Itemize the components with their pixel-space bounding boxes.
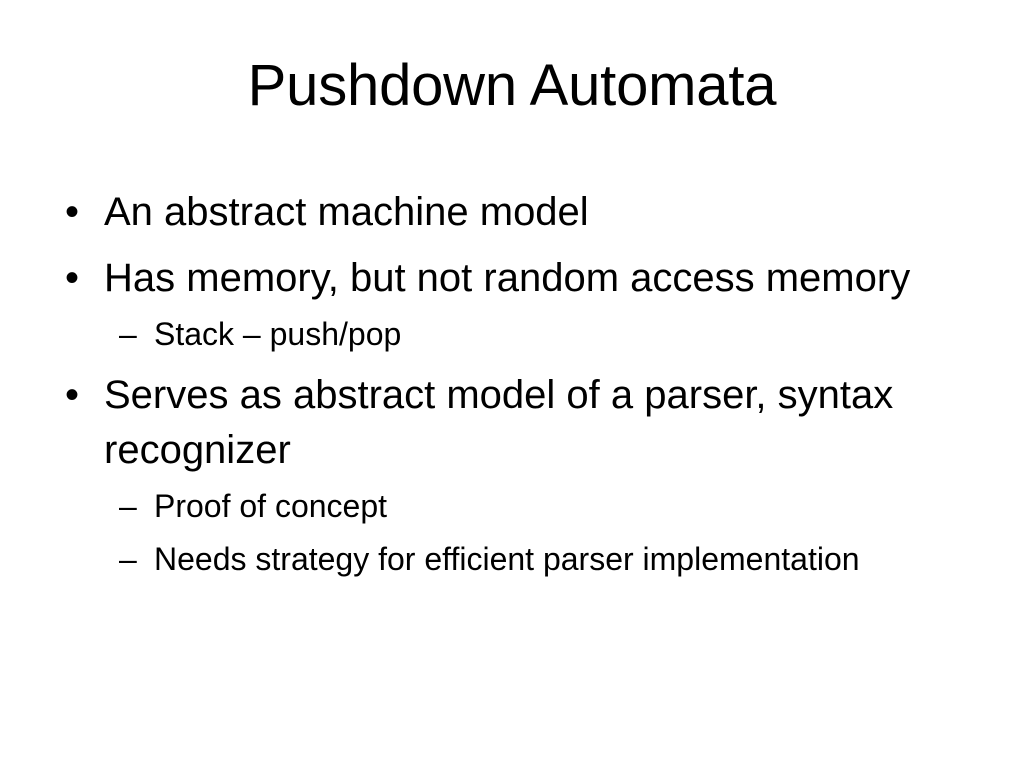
sub-bullet-list: – Stack – push/pop bbox=[104, 312, 986, 357]
sub-list-item-label: Proof of concept bbox=[154, 488, 388, 524]
sub-list-item-label: Needs strategy for efficient parser impl… bbox=[154, 541, 860, 577]
list-item: • Serves as abstract model of a parser, … bbox=[56, 368, 986, 582]
bullet-marker-icon: • bbox=[65, 190, 80, 234]
dash-marker-icon: – bbox=[119, 541, 137, 577]
sub-bullet-list: – Proof of concept – Needs strategy for … bbox=[104, 484, 986, 582]
list-item: • An abstract machine model bbox=[56, 185, 986, 240]
page-title: Pushdown Automata bbox=[247, 53, 777, 118]
sub-list-item: – Stack – push/pop bbox=[114, 312, 986, 357]
dash-marker-icon: – bbox=[119, 488, 137, 524]
sub-list-item: – Proof of concept bbox=[114, 484, 986, 529]
sub-list-item-label: Stack – push/pop bbox=[154, 316, 402, 352]
bullet-marker-icon: • bbox=[65, 373, 80, 417]
bullet-marker-icon: • bbox=[65, 256, 80, 300]
list-item-label: Serves as abstract model of a parser, sy… bbox=[104, 373, 894, 472]
list-item-label: Has memory, but not random access memory bbox=[104, 256, 911, 300]
list-item: • Has memory, but not random access memo… bbox=[56, 251, 986, 357]
bullet-list: • An abstract machine model • Has memory… bbox=[56, 185, 986, 582]
sub-list-item: – Needs strategy for efficient parser im… bbox=[114, 537, 986, 582]
list-item-label: An abstract machine model bbox=[104, 190, 589, 234]
slide-body: • An abstract machine model • Has memory… bbox=[56, 185, 986, 593]
dash-marker-icon: – bbox=[119, 316, 137, 352]
